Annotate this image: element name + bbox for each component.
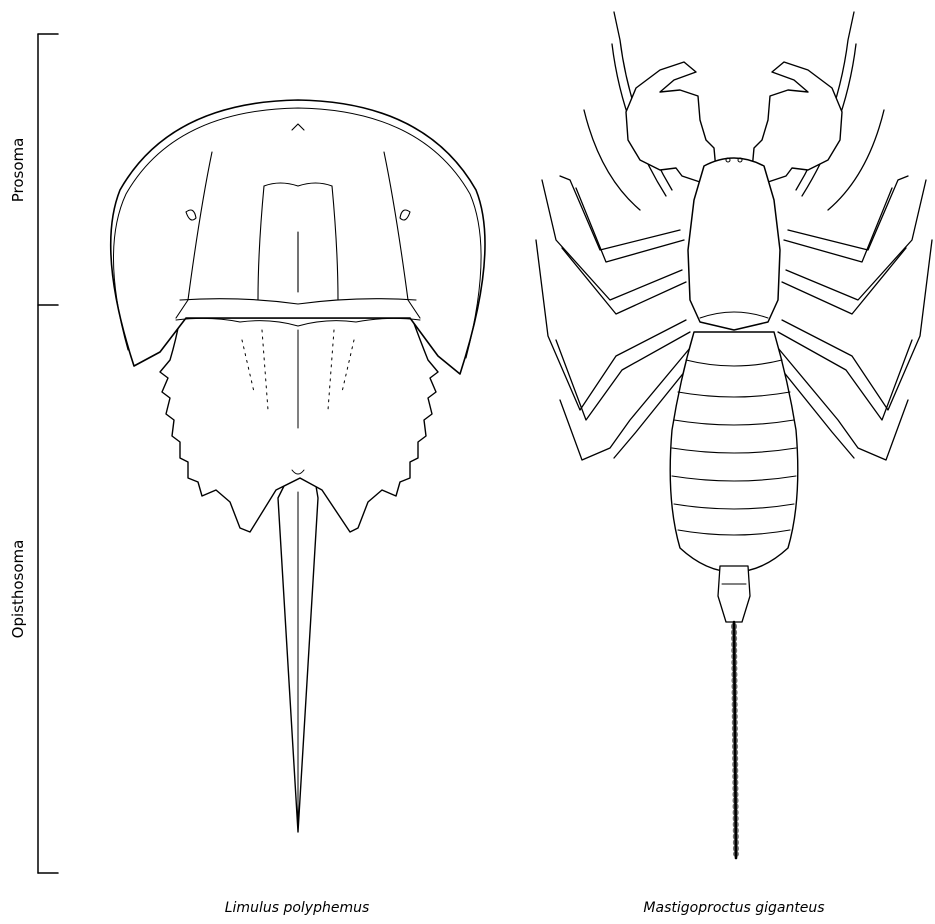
mastigoproctus-right-legs	[774, 176, 932, 460]
mastigoproctus-left-legs	[536, 176, 694, 460]
opisthosoma-label: Opisthosoma	[9, 540, 27, 639]
mastigoproctus-drawing	[536, 12, 932, 858]
mastigoproctus-flagellum-segments	[734, 626, 736, 854]
mastigoproctus-right-pedipalp	[752, 62, 842, 182]
limulus-drawing	[111, 100, 485, 832]
mastigoproctus-opisthosoma	[670, 332, 798, 572]
prosoma-label: Prosoma	[9, 138, 27, 203]
mastigoproctus-left-pedipalp	[626, 62, 716, 182]
mastigoproctus-carapace	[688, 158, 780, 330]
mastigoproctus-pygidium	[718, 566, 750, 622]
region-bracket	[38, 34, 58, 873]
mastigoproctus-caption: Mastigoproctus giganteus	[643, 900, 824, 916]
limulus-caption: Limulus polyphemus	[225, 900, 370, 916]
